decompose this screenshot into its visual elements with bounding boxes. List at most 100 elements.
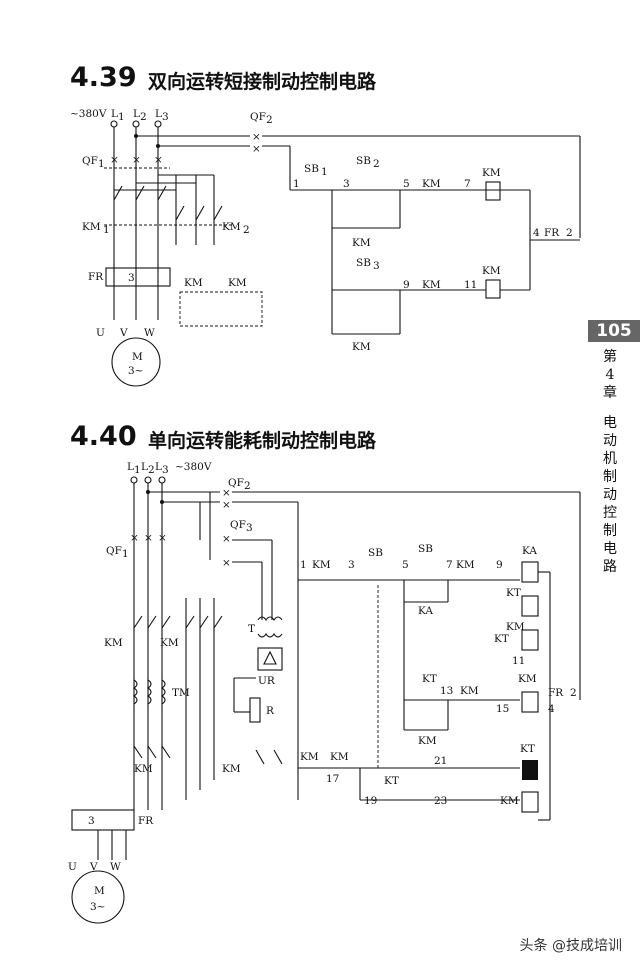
svg-text:3: 3	[162, 111, 169, 123]
svg-text:KM: KM	[352, 341, 371, 353]
svg-text:×: ×	[130, 532, 139, 544]
svg-text:×: ×	[222, 533, 231, 545]
svg-text:U: U	[68, 861, 77, 873]
svg-text:17: 17	[326, 773, 339, 785]
svg-text:TM: TM	[172, 687, 190, 699]
svg-text:1: 1	[98, 158, 105, 170]
svg-text:KM: KM	[418, 735, 437, 747]
svg-text:2: 2	[266, 114, 273, 126]
svg-text:×: ×	[144, 532, 153, 544]
page-number-tab: 105	[588, 320, 640, 342]
svg-text:KM: KM	[104, 637, 123, 649]
svg-text:QF: QF	[250, 111, 266, 123]
svg-text:7: 7	[446, 559, 453, 571]
svg-text:SB: SB	[368, 547, 383, 559]
svg-text:KM: KM	[422, 178, 441, 190]
svg-text:2: 2	[244, 480, 251, 492]
svg-text:UR: UR	[258, 675, 276, 687]
svg-text:1: 1	[118, 111, 125, 123]
svg-text:KM: KM	[134, 763, 153, 775]
svg-text:KM: KM	[482, 167, 501, 179]
svg-text:3: 3	[348, 559, 355, 571]
svg-text:QF: QF	[230, 519, 246, 531]
svg-text:SB: SB	[304, 163, 319, 175]
supply-label: ~380V	[70, 108, 107, 120]
svg-text:9: 9	[496, 559, 503, 571]
svg-text:11: 11	[464, 279, 477, 291]
svg-text:3: 3	[162, 464, 169, 476]
svg-text:T: T	[248, 623, 255, 635]
chapter-title: 电动机制动控制电路	[603, 415, 617, 575]
svg-text:11: 11	[512, 655, 525, 667]
svg-text:L: L	[127, 461, 134, 473]
svg-text:7: 7	[464, 178, 471, 190]
svg-text:×: ×	[158, 532, 167, 544]
l3-label: L	[155, 108, 162, 120]
svg-text:U: U	[96, 327, 105, 339]
svg-text:KM: KM	[518, 673, 537, 685]
svg-text:2: 2	[148, 464, 155, 476]
svg-text:L: L	[155, 461, 162, 473]
svg-text:KM: KM	[460, 685, 479, 697]
svg-text:KM: KM	[330, 751, 349, 763]
svg-text:2: 2	[570, 687, 577, 699]
svg-text:KT: KT	[520, 743, 535, 755]
svg-text:SB: SB	[418, 543, 433, 555]
svg-text:KM: KM	[184, 277, 203, 289]
svg-text:1: 1	[293, 178, 300, 190]
svg-text:KM: KM	[312, 559, 331, 571]
section2-number: 4.40	[70, 421, 137, 452]
svg-text:3: 3	[373, 260, 380, 272]
svg-text:W: W	[110, 861, 121, 873]
svg-text:4: 4	[548, 703, 555, 715]
svg-text:KT: KT	[494, 633, 509, 645]
svg-text:2: 2	[243, 224, 250, 236]
svg-text:15: 15	[496, 703, 509, 715]
svg-text:×: ×	[252, 143, 261, 155]
svg-text:3: 3	[128, 272, 135, 284]
svg-text:3: 3	[343, 178, 350, 190]
svg-text:1: 1	[321, 166, 328, 178]
svg-text:~380V: ~380V	[175, 461, 212, 473]
km1-label: KM	[82, 221, 101, 233]
svg-text:×: ×	[110, 154, 119, 166]
svg-text:KM: KM	[228, 277, 247, 289]
svg-text:KM: KM	[500, 795, 519, 807]
svg-text:SB: SB	[356, 155, 371, 167]
svg-text:×: ×	[222, 557, 231, 569]
svg-text:L: L	[141, 461, 148, 473]
svg-text:3: 3	[88, 815, 95, 827]
qf1-label: QF	[82, 155, 98, 167]
svg-text:V: V	[89, 861, 98, 873]
svg-text:KT: KT	[384, 775, 399, 787]
svg-text:3~: 3~	[128, 365, 143, 377]
svg-text:21: 21	[434, 755, 447, 767]
svg-text:V: V	[119, 327, 128, 339]
svg-text:×: ×	[252, 131, 261, 143]
svg-text:M: M	[94, 885, 105, 897]
svg-text:FR: FR	[544, 227, 560, 239]
svg-text:KM: KM	[222, 763, 241, 775]
section2-title: 单向运转能耗制动控制电路	[148, 430, 377, 452]
svg-text:2: 2	[373, 158, 380, 170]
svg-text:M: M	[132, 351, 143, 363]
svg-text:5: 5	[402, 559, 409, 571]
svg-text:KM: KM	[482, 265, 501, 277]
svg-text:SB: SB	[356, 257, 371, 269]
svg-text:2: 2	[566, 227, 573, 239]
km2-label: KM	[222, 221, 241, 233]
svg-text:19: 19	[364, 795, 377, 807]
svg-text:×: ×	[222, 499, 231, 511]
svg-text:W: W	[144, 327, 155, 339]
svg-text:×: ×	[222, 487, 231, 499]
svg-text:KA: KA	[418, 605, 433, 617]
svg-text:1: 1	[122, 548, 129, 560]
svg-text:2: 2	[140, 111, 147, 123]
svg-text:KM: KM	[160, 637, 179, 649]
motor-440	[71, 870, 125, 924]
svg-text:KM: KM	[456, 559, 475, 571]
svg-text:KT: KT	[506, 587, 521, 599]
svg-text:QF: QF	[228, 477, 244, 489]
